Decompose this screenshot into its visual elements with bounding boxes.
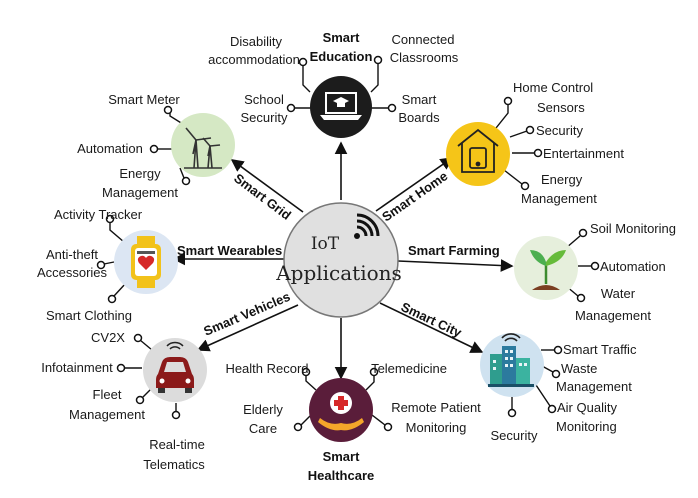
city-item-waste-management: Management [556,379,632,394]
vehicles-item-cv2x: CV2X [91,330,125,345]
city-item-air-quality: Air Quality [557,400,617,415]
spoke-city [379,302,484,353]
city-item-monitoring: Monitoring [556,419,617,434]
healthcare-item-health-record: Health Record [225,361,308,376]
healthcare-title-line2: Healthcare [308,468,374,483]
vehicles-item-fleet: Fleet [93,387,122,402]
vehicles-item-telematics: Telematics [143,457,205,472]
center-title-line2: Applications [275,261,402,285]
grid-item-management: Management [102,185,178,200]
center-title-line1: IoT [311,234,340,254]
sprout-icon [530,250,566,290]
wearables-item-anti-theft: Anti-theft [46,247,98,262]
hub-smart-vehicles: CV2X Infotainment Fleet Management Real-… [41,330,207,472]
healthcare-item-monitoring: Monitoring [406,420,467,435]
center-node: IoT Applications [275,202,402,318]
hub-smart-home: Home Control Sensors Security Entertainm… [446,80,624,206]
grid-item-automation: Automation [77,141,143,156]
smart-house-icon [457,128,499,173]
education-item-smart: Smart [402,92,437,107]
education-item-security: Security [241,110,288,125]
education-item-disability: Disability [230,34,283,49]
education-item-boards: Boards [398,110,440,125]
home-item-home-control: Home Control [513,80,593,95]
hub-smart-city: Smart Traffic Waste Management Air Quali… [480,333,637,443]
spokes [172,141,514,380]
healthcare-title-line1: Smart [323,449,361,464]
education-item-connected: Connected [392,32,455,47]
education-title-line2: Education [310,49,373,64]
city-item-security: Security [491,428,538,443]
healthcare-item-care: Care [249,421,277,436]
medical-hand-icon [318,392,364,431]
grid-item-smart-meter: Smart Meter [108,92,180,107]
link-label-smart-home: Smart Home [379,168,450,224]
connected-car-icon [156,341,194,393]
spoke-farming [397,259,514,272]
link-label-smart-grid: Smart Grid [231,170,294,222]
farming-item-automation: Automation [600,259,666,274]
farming-item-water: Water [601,286,636,301]
education-item-accommodation: accommodation [208,52,300,67]
grid-item-energy: Energy [119,166,161,181]
wifi-icon [354,213,380,239]
vehicles-item-real-time: Real-time [149,437,205,452]
home-hub-circle [446,122,510,186]
wind-turbine-icon [184,127,222,169]
education-item-classrooms: Classrooms [390,50,459,65]
farming-item-soil-monitoring: Soil Monitoring [590,221,676,236]
spoke-home [375,157,454,212]
home-item-entertainment: Entertainment [543,146,624,161]
spoke-vehicles [196,304,299,352]
vehicles-item-infotainment: Infotainment [41,360,113,375]
hub-smart-farming: Soil Monitoring Automation Water Managem… [514,221,676,323]
wearables-item-smart-clothing: Smart Clothing [46,308,132,323]
laptop-graduation-icon [320,92,362,120]
link-label-smart-city: Smart City [399,299,465,340]
healthcare-item-telemedicine: Telemedicine [371,361,447,376]
home-item-sensors: Sensors [537,100,585,115]
hub-smart-healthcare: Smart Healthcare Health Record Telemedic… [225,361,481,483]
farming-item-management: Management [575,308,651,323]
link-label-smart-wearables: Smart Wearables [177,243,282,258]
healthcare-item-remote-patient: Remote Patient [391,400,481,415]
home-item-security: Security [536,123,583,138]
home-item-energy: Energy [541,172,583,187]
education-title-line1: Smart [323,30,361,45]
education-item-school: School [244,92,284,107]
city-item-waste: Waste [561,361,597,376]
vehicles-item-fleet-management: Management [69,407,145,422]
wearables-item-activity-tracker: Activity Tracker [54,207,143,222]
wearables-item-accessories: Accessories [37,265,108,280]
link-label-smart-farming: Smart Farming [408,243,500,258]
hub-smart-education: Smart Education Disability accommodation… [208,30,459,138]
hub-smart-wearables: Activity Tracker Anti-theft Accessories … [37,207,178,323]
spoke-grid [230,159,304,213]
home-item-management: Management [521,191,597,206]
city-buildings-icon [488,333,534,387]
healthcare-item-elderly: Elderly [243,402,283,417]
hub-smart-grid: Smart Meter Automation Energy Management [77,92,235,200]
city-item-smart-traffic: Smart Traffic [563,342,637,357]
smartwatch-icon [131,236,161,288]
